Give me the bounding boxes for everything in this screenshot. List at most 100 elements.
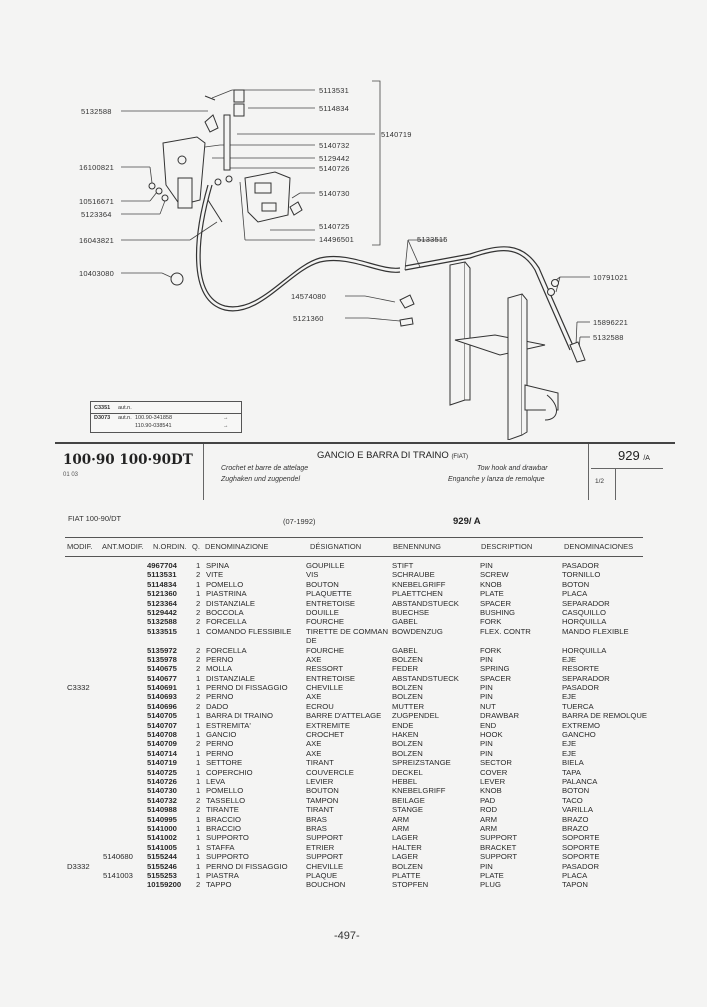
part-name-de: HEBEL — [392, 776, 418, 786]
part-modif: D3332 — [67, 861, 90, 871]
callout-5133515: 5133515 — [417, 235, 448, 244]
part-name-it: DISTANZIALE — [206, 598, 255, 608]
col-designation: DÉSIGNATION — [310, 542, 362, 551]
part-name-fr: BOUTON — [306, 786, 339, 796]
callout-16043821: 16043821 — [79, 236, 114, 245]
part-name-es: SOPORTE — [562, 833, 600, 843]
part-name-fr: ETRIER — [306, 842, 335, 852]
modification-box: C3351 aut.n. D3073 aut.n. 100.90-341858 … — [90, 401, 242, 433]
part-name-it: PERNO — [206, 739, 234, 749]
part-name-fr: AXE — [306, 748, 322, 758]
section-title-tag: (FIAT) — [451, 454, 468, 460]
part-number: 4967704 — [147, 561, 177, 570]
part-name-fr: BARRE D'ATTELAGE — [306, 711, 382, 721]
part-name-de: MUTTER — [392, 701, 425, 711]
part-name-fr: GOUPILLE — [306, 561, 345, 570]
callout-5114834: 5114834 — [319, 104, 350, 113]
part-name-de: BUECHSE — [392, 607, 430, 617]
part-quantity: 2 — [196, 607, 201, 617]
part-name-en: PIN — [480, 748, 493, 758]
part-number: 5141002 — [147, 833, 177, 843]
part-name-es: EJE — [562, 739, 577, 749]
part-name-es: HORQUILLA — [562, 645, 607, 655]
part-name-fr: TIRETTE DE COMMAN — [306, 626, 388, 636]
part-name-it: PIASTRINA — [206, 589, 247, 599]
part-name-de: DECKEL — [392, 767, 423, 777]
part-name-de: KNEBELGRIFF — [392, 786, 446, 796]
part-name-it: GANCIO — [206, 730, 237, 740]
mod-ref: 110.90-038541 — [135, 423, 172, 429]
part-quantity: 1 — [196, 814, 201, 824]
part-name-de: BOLZEN — [392, 692, 423, 702]
part-name-it: TAPPO — [206, 880, 232, 890]
part-name-de: KNEBELGRIFF — [392, 579, 446, 589]
part-name-fr: TIRANT — [306, 805, 334, 815]
part-name-es: PLACA — [562, 870, 588, 880]
part-name-de: ARM — [392, 814, 410, 824]
part-name-en: HOOK — [480, 730, 503, 740]
part-name-fr: SUPPORT — [306, 833, 344, 843]
part-number: 5140714 — [147, 748, 177, 758]
part-name-es: PALANCA — [562, 776, 598, 786]
part-name-en: SPACER — [480, 598, 512, 608]
table-model: FIAT 100-90/DT — [68, 514, 122, 523]
callout-5140726: 5140726 — [319, 164, 350, 173]
part-name-it: STAFFA — [206, 842, 235, 852]
page-number: -497- — [334, 930, 360, 942]
part-number: 5140988 — [147, 805, 177, 815]
part-quantity: 2 — [196, 570, 201, 580]
part-name-de: STOPFEN — [392, 880, 429, 890]
table-row: DE — [0, 636, 707, 645]
part-name-en: DRAWBAR — [480, 711, 520, 721]
title-block: 100·90 100·90DT 01 03 GANCIO E BARRA DI … — [55, 442, 675, 500]
part-name-en: KNOB — [480, 786, 502, 796]
part-name-it: SPINA — [206, 561, 230, 570]
callout-5132588-left: 5132588 — [81, 107, 112, 116]
part-name-es: PASADOR — [562, 861, 600, 871]
section-title: GANCIO E BARRA DI TRAINO (FIAT) — [317, 450, 468, 461]
part-name-fr: AXE — [306, 654, 322, 664]
part-name-en: SPACER — [480, 673, 512, 683]
part-name-es: BOTON — [562, 786, 590, 796]
part-quantity: 2 — [196, 880, 201, 890]
part-name-fr: AXE — [306, 692, 322, 702]
part-number: 5141005 — [147, 842, 177, 852]
part-name-en: ARM — [480, 814, 498, 824]
part-quantity: 1 — [196, 579, 201, 589]
part-number: 5140995 — [147, 814, 177, 824]
callout-5113531: 5113531 — [319, 86, 350, 95]
part-name-es: BRAZO — [562, 814, 589, 824]
part-name-fr: PLAQUE — [306, 870, 338, 880]
part-name-de: BOLZEN — [392, 861, 423, 871]
part-name-es: TORNILLO — [562, 570, 601, 580]
section-title-text: GANCIO E BARRA DI TRAINO — [317, 450, 449, 461]
part-name-de: BOLZEN — [392, 739, 423, 749]
part-name-es: EJE — [562, 748, 577, 758]
part-quantity: 1 — [196, 823, 201, 833]
part-quantity: 2 — [196, 805, 201, 815]
title-de: Zughaken und zugpendel — [221, 476, 301, 483]
page-ref-suffix: /A — [643, 455, 650, 462]
part-name-fr: ENTRETOISE — [306, 673, 355, 683]
part-name-fr: ECROU — [306, 701, 334, 711]
mod-code: D3073 — [94, 415, 111, 421]
part-quantity: 1 — [196, 589, 201, 599]
part-name-it: POMELLO — [206, 786, 244, 796]
part-name-en: PIN — [480, 683, 493, 693]
part-name-it: TIRANTE — [206, 805, 239, 815]
part-name-en: FORK — [480, 645, 502, 655]
part-name-de: BEILAGE — [392, 795, 425, 805]
part-name-en: LEVER — [480, 776, 506, 786]
part-name-it: PIASTRA — [206, 870, 239, 880]
part-name-fr: EXTREMITE — [306, 720, 350, 730]
part-number: 5135978 — [147, 654, 177, 664]
part-name-es: HORQUILLA — [562, 617, 607, 627]
